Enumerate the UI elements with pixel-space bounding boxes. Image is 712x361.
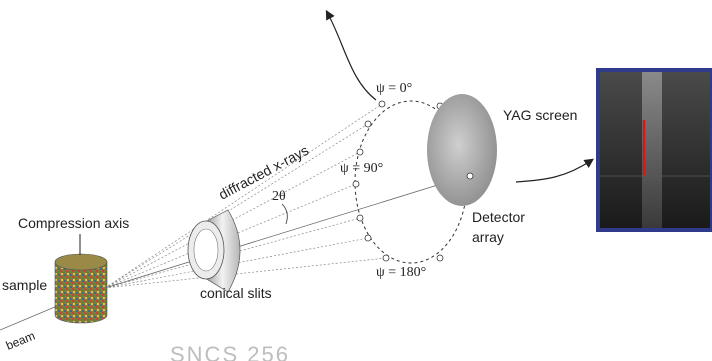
two-theta-label: 2θ [272, 189, 286, 204]
beam-label: beam [4, 329, 37, 353]
psi-0-label: ψ = 0° [376, 81, 412, 96]
psi-180-label: ψ = 180° [376, 265, 426, 280]
diffracted-ray-fan [104, 103, 471, 289]
compression-axis-label: Compression axis [18, 215, 129, 231]
psi-90-label: ψ = 90° [340, 161, 383, 176]
array-label: array [472, 229, 504, 245]
yag-screen-label: YAG screen [503, 107, 577, 123]
curved-arrow-up [325, 9, 377, 101]
conical-slits-label: conical slits [200, 285, 272, 301]
sample-label: sample [2, 277, 47, 293]
detector-label: Detector [472, 209, 525, 225]
bottom-caption-fragment: SNCS 256 [170, 342, 290, 361]
detector-image [596, 68, 712, 232]
arrow-to-detector [515, 158, 594, 183]
sample-cylinder [54, 253, 108, 324]
diffracted-xrays-label: diffracted x-rays [216, 142, 311, 203]
conical-slits [187, 209, 241, 293]
two-theta-arc [281, 203, 288, 225]
yag-screen [427, 94, 497, 206]
diffraction-ring [352, 100, 468, 264]
